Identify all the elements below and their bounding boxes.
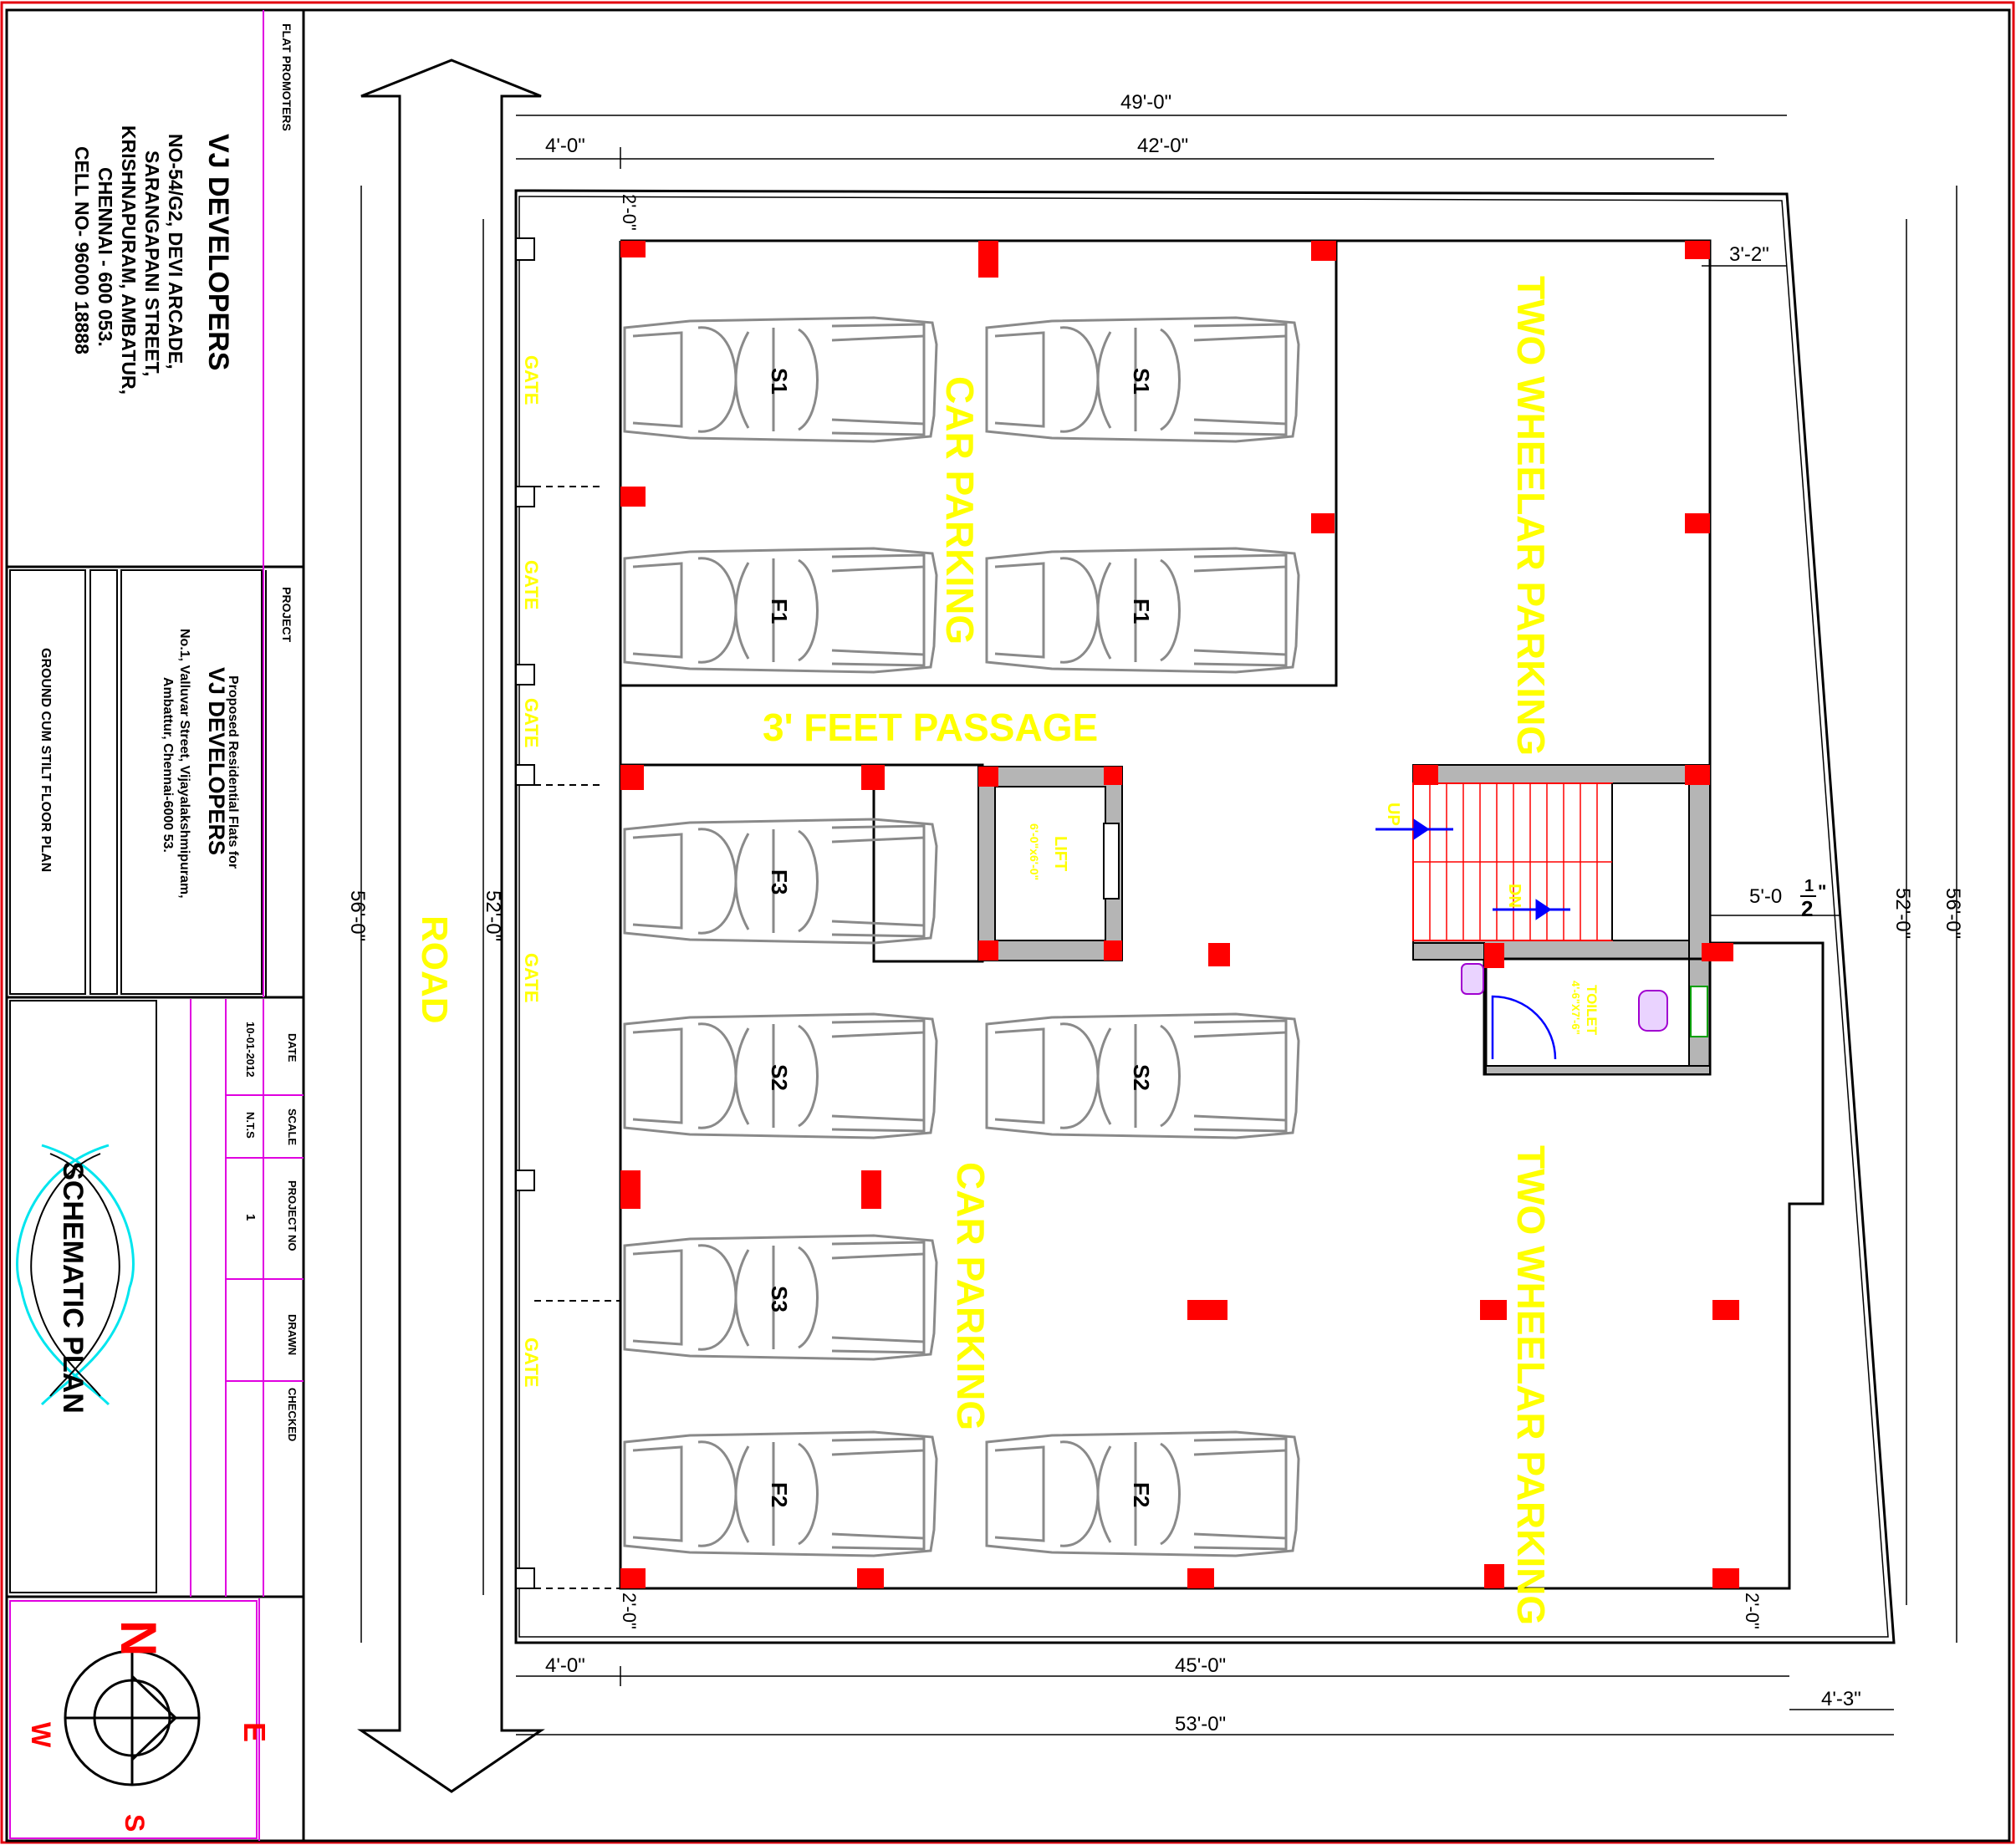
address-line-5: CELL NO- 96000 18888 (71, 146, 93, 354)
car-label: S1 (767, 368, 792, 395)
dim-top-total: 49'-0" (1120, 91, 1171, 114)
dim-top-main: 42'-0" (1137, 135, 1188, 157)
car-6: S2 (623, 1012, 938, 1139)
dim-left-outer: 56'-0" (346, 890, 369, 941)
field-scale-value: N.T.S (244, 1112, 257, 1139)
compass-w: W (26, 1722, 56, 1748)
field-projectno-label: PROJECT NO (286, 1180, 299, 1251)
car-9: F2 (623, 1430, 938, 1557)
gate-label: GATE (521, 560, 542, 609)
dim-left-inner: 52'-0" (482, 890, 504, 941)
dim-bottom-left-setback: 2'-0" (619, 1593, 640, 1629)
car-parking-label-bottom: CAR PARKING (949, 1162, 993, 1430)
car-10: F2 (985, 1430, 1300, 1557)
field-checked-label: CHECKED (286, 1388, 299, 1441)
gate-label: GATE (521, 953, 542, 1002)
toilet-label: TOILET (1584, 985, 1600, 1036)
project-company: VJ DEVELOPERS (204, 667, 229, 855)
stair-up-label: UP (1384, 803, 1402, 826)
lift-size: 6'-0"x6'-0" (1028, 823, 1041, 880)
car-1: S1 (623, 316, 938, 443)
dim-bottom-right-setback: 2'-0" (1742, 1593, 1763, 1629)
compass-e: E (237, 1722, 272, 1742)
structural-columns (620, 241, 1739, 1588)
car-7: S2 (985, 1012, 1300, 1139)
gate-label: GATE (521, 355, 542, 405)
project-label: PROJECT (280, 587, 293, 643)
schematic-title: SCHEMATIC PLAN (57, 1161, 89, 1414)
car-label: S3 (767, 1286, 792, 1312)
dim-frac-inch: " (1818, 881, 1826, 902)
dim-right-inner: 52'-0" (1891, 888, 1914, 939)
title-block: FLAT PROMOTERS VJ DEVELOPERS NO-54/G2, D… (7, 10, 304, 1841)
dim-bottom-right: 4'-3" (1821, 1688, 1861, 1710)
address-line-3: KRISHNAPURAM, AMBATUR, (118, 125, 140, 395)
dim-bottom-left: 4'-0" (545, 1654, 585, 1677)
project-address-1: No.1, Valluvar Street, Vijayalakshmipura… (177, 629, 191, 899)
project-address-2: Ambattur, Chennai-6000 53. (161, 677, 175, 853)
project-desc: Proposed Residential Flats for (226, 675, 240, 869)
lift-label: LIFT (1051, 836, 1069, 871)
car-4: F1 (985, 547, 1300, 674)
car-label: S2 (1129, 1064, 1154, 1091)
toilet-size: 4'-6"X7'-6" (1569, 981, 1582, 1035)
car-2: S1 (985, 316, 1300, 443)
stair-dn-label: DN (1505, 884, 1523, 908)
company-name: VJ DEVELOPERS (202, 134, 234, 370)
dim-setback-top: 2'-0" (619, 194, 640, 231)
gate-label: GATE (521, 1338, 542, 1387)
lift-shaft: LIFT 6'-0"x6'-0" (977, 766, 1123, 961)
car-parking-label-top: CAR PARKING (938, 376, 982, 645)
toilet: TOILET 4'-6"X7'-6" (1412, 942, 1712, 1076)
car-label: F2 (1129, 1482, 1154, 1507)
field-scale-label: SCALE (286, 1109, 299, 1145)
two-wheeler-label-top: TWO WHEELAR PARKING (1509, 276, 1553, 756)
address-line-2: SARANGAPANI STREET, (141, 150, 163, 377)
sheet-title: GROUND CUM STILT FLOOR PLAN (38, 648, 53, 872)
dim-right-mid: 5'-0 (1749, 885, 1782, 908)
field-projectno-value: 1 (243, 1214, 258, 1221)
address-line-4: CHENNAI - 600 053. (94, 167, 116, 347)
car-label: S1 (1129, 368, 1154, 395)
dim-bottom-main: 45'-0" (1175, 1654, 1226, 1677)
compass-s: S (120, 1814, 150, 1832)
dim-frac-num: 1 (1804, 877, 1814, 895)
car-label: F3 (767, 869, 792, 894)
gate-openings (515, 237, 620, 1589)
site-plan: ROAD GATE GATE GATE GATE GATE 3' FEET PA… (346, 59, 1964, 1793)
north-arrow-icon: N E S W (26, 1620, 272, 1832)
dim-top-left: 4'-0" (545, 135, 585, 157)
car-label: S2 (767, 1064, 792, 1091)
promoters-label: FLAT PROMOTERS (280, 23, 293, 131)
car-label: F2 (767, 1482, 792, 1507)
field-date-label: DATE (286, 1033, 299, 1063)
field-date-value: 10-01-2012 (244, 1022, 257, 1078)
gate-label: GATE (521, 698, 542, 747)
car-label: F1 (767, 599, 792, 624)
car-label: F1 (1129, 599, 1154, 624)
compass-n: N (110, 1620, 166, 1656)
two-wheeler-label-bottom: TWO WHEELAR PARKING (1509, 1145, 1553, 1625)
dim-right-outer: 56'-0" (1942, 888, 1964, 939)
car-3: F1 (623, 547, 938, 674)
passage-label: 3' FEET PASSAGE (763, 706, 1098, 749)
dimension-lines (360, 115, 1957, 1735)
schematic-badge: SCHEMATIC PLAN (16, 1144, 135, 1414)
road-arrow: ROAD (357, 59, 545, 1793)
car-5: F3 (623, 818, 938, 945)
dim-right-offset: 3'-2" (1729, 243, 1769, 266)
car-8: S3 (623, 1234, 938, 1361)
dim-frac-den: 2 (1801, 896, 1813, 921)
address-line-1: NO-54/G2, DEVI ARCADE, (165, 134, 186, 370)
field-drawn-label: DRAWN (286, 1314, 299, 1355)
dim-bottom-total: 53'-0" (1175, 1713, 1226, 1735)
road-label: ROAD (414, 915, 455, 1024)
